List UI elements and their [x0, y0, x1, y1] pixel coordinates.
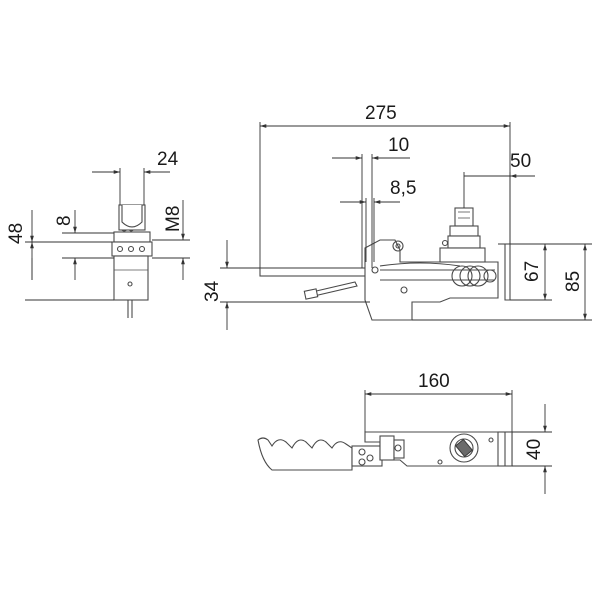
front-width-label: 24: [157, 149, 179, 170]
side-85-label: 85: [563, 271, 584, 292]
front-width-dimension: 24: [92, 149, 179, 205]
side-50-label: 50: [510, 151, 531, 172]
side-34-label: 34: [202, 280, 223, 302]
side-length-dimension: 275: [259, 103, 511, 268]
front-offset-label: 8: [54, 215, 75, 226]
top-length-dimension: 160: [364, 371, 513, 432]
front-thread-label: M8: [163, 206, 184, 232]
side-85-dimension: 85: [412, 243, 592, 321]
side-view: [259, 207, 511, 321]
top-height-label: 40: [524, 439, 545, 460]
front-view: [111, 204, 153, 318]
front-offset-dimension: 8: [54, 210, 114, 280]
side-34-dimension: 34: [202, 240, 370, 330]
top-height-dimension: 40: [512, 404, 552, 494]
side-50-dimension: 50: [463, 151, 535, 244]
top-length-label: 160: [418, 371, 450, 392]
front-height-dimension: 48: [6, 210, 114, 301]
front-height-label: 48: [6, 223, 27, 244]
side-10-label: 10: [388, 135, 409, 156]
side-length-label: 275: [365, 103, 397, 124]
side-10-dimension: 10: [332, 135, 410, 268]
side-8-5-dimension: 8,5: [340, 178, 416, 262]
side-8-5-label: 8,5: [390, 178, 416, 199]
side-67-dimension: 67: [510, 243, 552, 301]
top-view: [257, 431, 513, 471]
side-67-label: 67: [522, 261, 543, 282]
front-thread-dimension: M8: [152, 200, 190, 280]
